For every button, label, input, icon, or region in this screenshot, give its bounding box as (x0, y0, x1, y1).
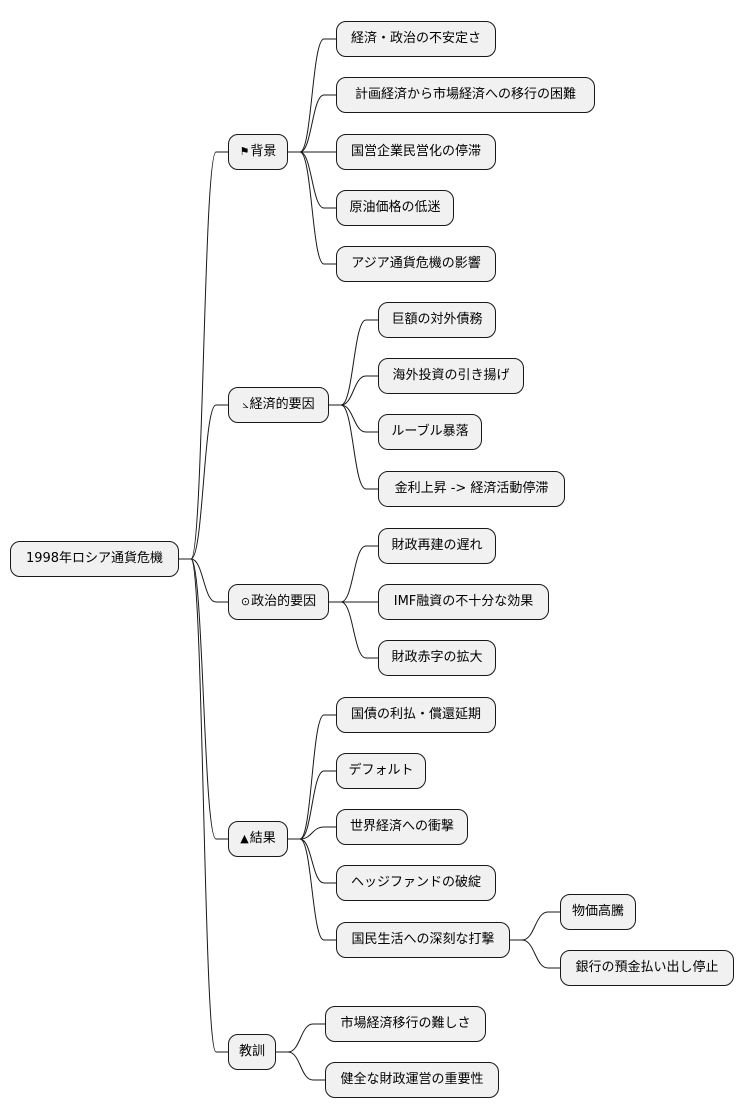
leaf-node: 海外投資の引き揚げ (378, 358, 524, 394)
connector-line (288, 826, 336, 840)
leaf-node: 財政赤字の拡大 (378, 640, 496, 676)
connector-line (288, 151, 336, 265)
connector-line (288, 838, 336, 884)
leaf-node: 巨額の対外債務 (378, 302, 496, 338)
connector-line (179, 558, 228, 1053)
clock-icon: ⊙ (240, 595, 251, 608)
connector-line (510, 911, 560, 941)
leaf-node: 原油価格の低迷 (336, 190, 454, 226)
sub-leaf-node: 銀行の預金払い出し停止 (560, 950, 734, 986)
branch-label: 教訓 (239, 1044, 266, 1059)
sub-leaf-node: 物価高騰 (560, 894, 636, 930)
leaf-node: アジア通貨危機の影響 (336, 246, 496, 282)
leaf-node: 国債の利払・償還延期 (336, 697, 496, 733)
leaf-node: 市場経済移行の難しさ (325, 1006, 486, 1042)
leaf-node: IMF融資の不十分な効果 (378, 584, 549, 620)
connector-line (288, 151, 336, 209)
connector-line (510, 939, 560, 969)
connector-line (288, 94, 336, 153)
branch-label: 政治的要因 (251, 594, 317, 609)
leaf-node: 国営企業民営化の停滞 (336, 134, 496, 170)
leaf-node: 経済・政治の不安定さ (336, 21, 496, 57)
leaf-node: 金利上昇 -> 経済活動停滞 (378, 471, 565, 507)
connector-line (288, 714, 336, 840)
leaf-node: 財政再建の遅れ (378, 528, 496, 564)
connector-line (179, 151, 228, 560)
connector-line (329, 319, 378, 406)
leaf-node: デフォルト (336, 753, 426, 789)
leaf-node: ルーブル暴落 (378, 414, 482, 450)
branch-node-background: ⚑背景 (228, 134, 288, 170)
connector-line (329, 404, 378, 490)
connector-line (329, 601, 378, 659)
leaf-node: 世界経済への衝撃 (336, 809, 468, 845)
connector-line (276, 1023, 325, 1053)
warning-icon: ▲ (240, 832, 249, 845)
leaf-node: 健全な財政運営の重要性 (325, 1062, 499, 1098)
leaf-node: 計画経済から市場経済への移行の困難 (336, 77, 595, 113)
connector-line (276, 1051, 325, 1081)
branch-node-result: ▲結果 (228, 821, 288, 857)
connector-line (329, 375, 378, 406)
connector-line (288, 38, 336, 153)
branch-label: 背景 (250, 144, 277, 159)
connector-line (288, 770, 336, 840)
connector-line (179, 558, 228, 603)
branch-node-economic: ⦣経済的要因 (228, 387, 329, 423)
branch-node-political: ⊙政治的要因 (228, 584, 329, 620)
chart-line-icon: ⦣ (242, 398, 249, 411)
root-node: 1998年ロシア通貨危機 (10, 541, 179, 577)
flag-icon: ⚑ (239, 145, 250, 158)
connector-line (329, 404, 378, 433)
leaf-node: 国民生活への深刻な打撃 (336, 922, 510, 958)
leaf-node: ヘッジファンドの破綻 (336, 865, 496, 901)
branch-label: 結果 (249, 831, 276, 846)
connector-line (179, 404, 228, 560)
connector-line (179, 558, 228, 840)
connector-line (288, 838, 336, 941)
connector-line (329, 545, 378, 603)
branch-label: 経済的要因 (249, 397, 315, 412)
branch-node-lessons: 教訓 (228, 1034, 276, 1070)
